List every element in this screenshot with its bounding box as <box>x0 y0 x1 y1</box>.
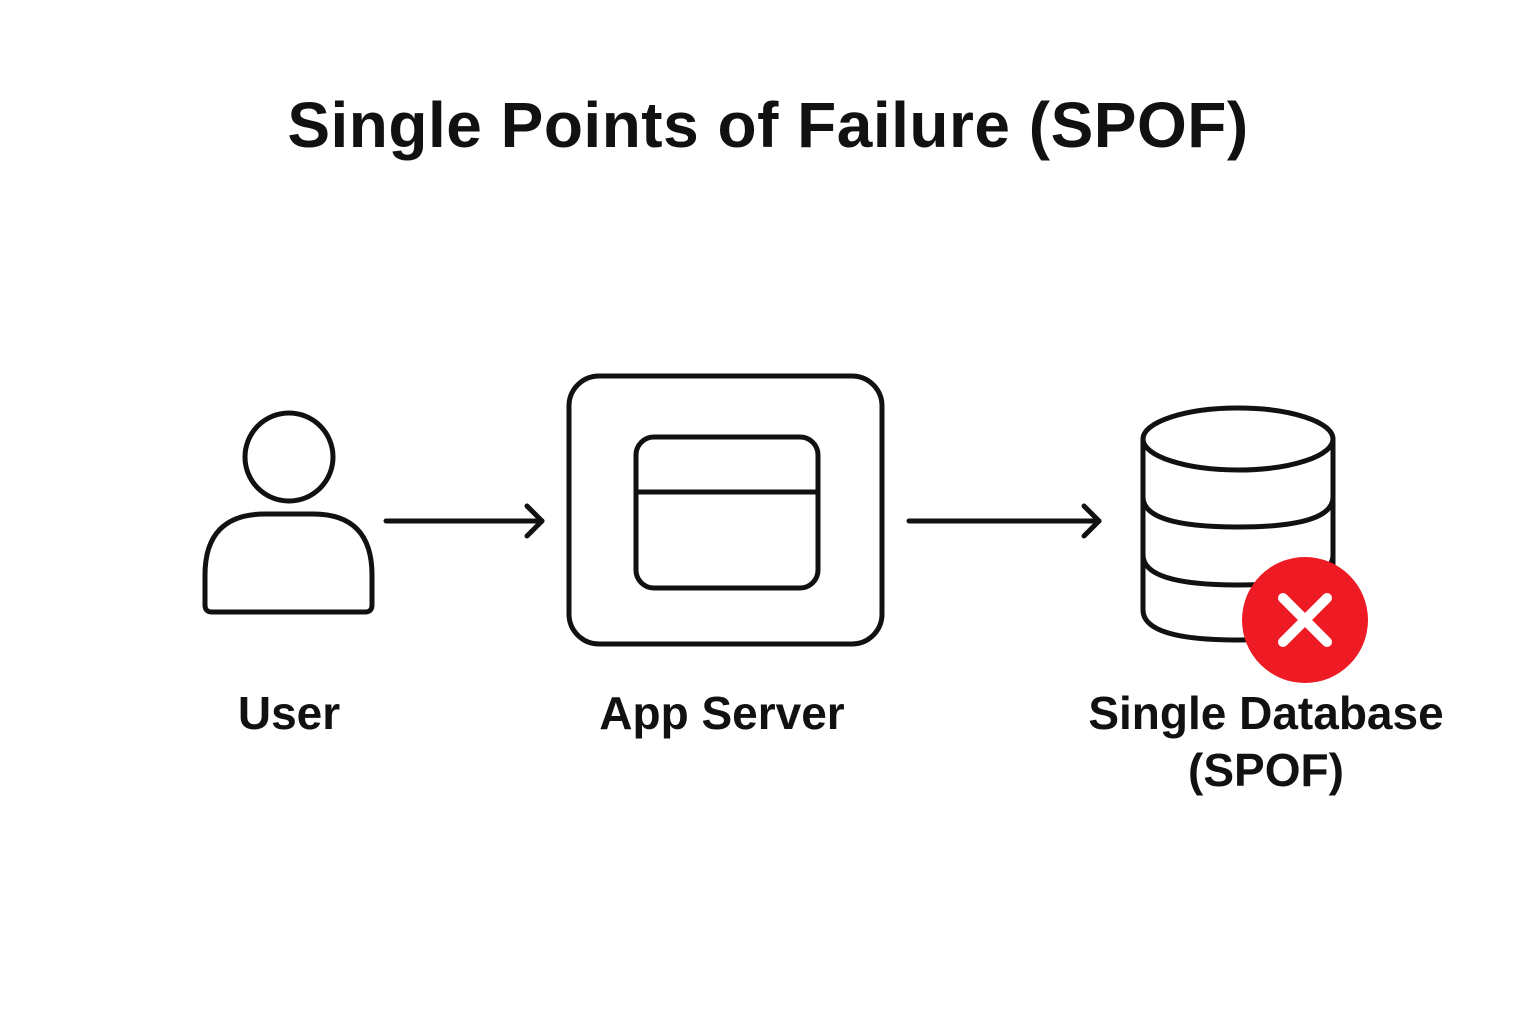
error-x-icon <box>1242 557 1368 683</box>
user-icon <box>202 410 375 615</box>
arrow-user-to-server <box>383 503 545 539</box>
database-label: Single Database <box>1088 687 1444 739</box>
arrow-server-to-database <box>906 503 1102 539</box>
database-spof-label: (SPOF) <box>1188 744 1344 796</box>
user-label: User <box>237 687 341 739</box>
server-window-icon <box>566 373 885 647</box>
page-title: Single Points of Failure (SPOF) <box>287 89 1249 161</box>
app-server-label: App Server <box>599 687 845 739</box>
